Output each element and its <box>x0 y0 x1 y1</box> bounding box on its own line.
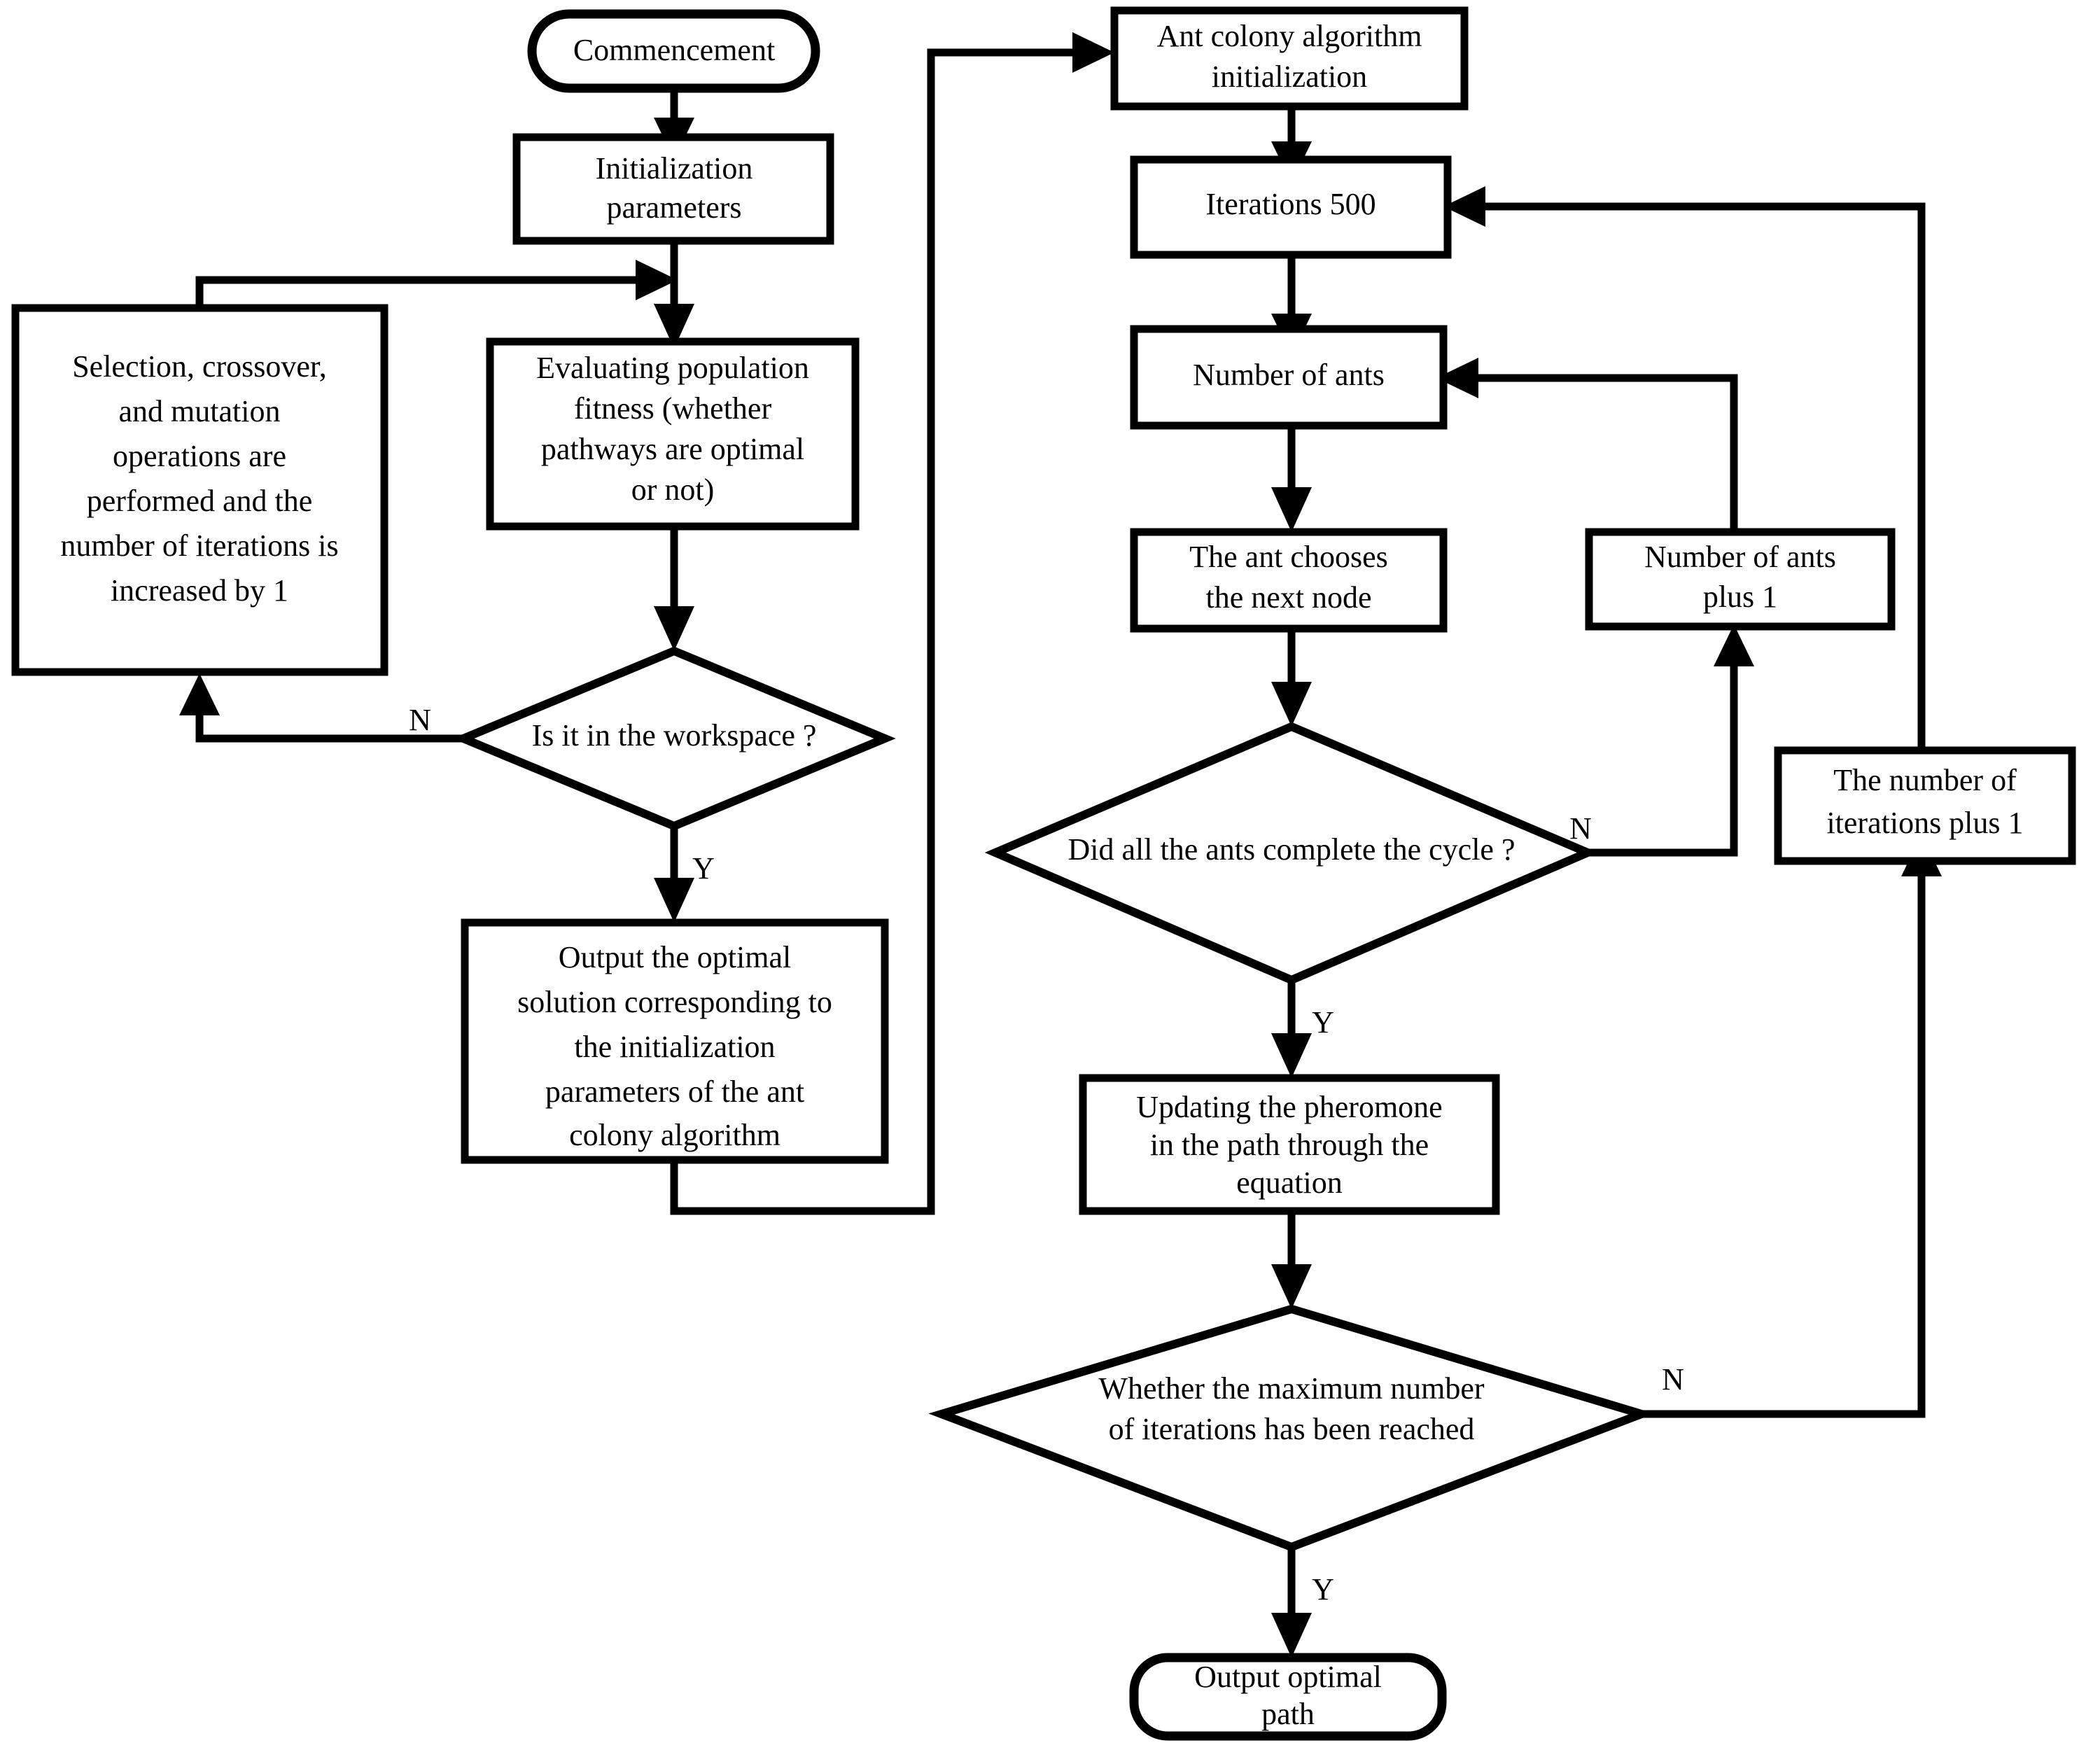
node-whether-max-iterations-reached[interactable]: Whether the maximum number of iterations… <box>928 1304 1655 1552</box>
node-ant-chooses-next-node[interactable]: The ant chooses the next node <box>1130 528 1448 633</box>
updating-pheromone-line-2: in the path through the <box>1150 1128 1429 1162</box>
selection-line-6: increased by 1 <box>111 573 288 608</box>
edge-antsplus1-to-numants <box>1463 374 1738 538</box>
ant-chooses-next-node-line-1: The ant chooses <box>1189 540 1387 574</box>
node-commencement[interactable]: Commencement <box>527 9 820 93</box>
selection-crossover-mutation-shape[interactable] <box>11 304 388 676</box>
output-optimal-path-line-1: Output optimal <box>1194 1660 1382 1694</box>
iterations-500-label: Iterations 500 <box>1205 187 1376 221</box>
arrowhead-up-antsplus1 <box>1714 624 1754 666</box>
arrowhead-left-numants <box>1436 358 1478 398</box>
arrowhead-left-iterations <box>1443 186 1485 227</box>
initialization-parameters-shape[interactable] <box>512 133 834 245</box>
node-is-it-in-the-workspace[interactable]: Is it in the workspace ? <box>452 646 896 831</box>
edge-selection-to-eval-merge <box>195 276 651 308</box>
whether-max-iterations-line-2: of iterations has been reached <box>1109 1412 1475 1446</box>
output-optimal-solution-line-1: Output the optimal <box>559 940 791 974</box>
updating-pheromone-shape[interactable] <box>1079 1074 1500 1215</box>
arrowhead-down-maxiter <box>1271 1264 1312 1309</box>
arrowhead-right-antinit <box>1072 32 1114 73</box>
selection-line-5: number of iterations is <box>60 528 338 563</box>
did-all-ants-complete-cycle-shape[interactable] <box>984 722 1599 985</box>
ant-colony-initialization-line-2: initialization <box>1212 59 1367 94</box>
initialization-parameters-line-1: Initialization <box>596 151 753 186</box>
is-it-in-the-workspace-shape[interactable] <box>452 646 896 831</box>
output-optimal-path-line-2: path <box>1261 1697 1315 1731</box>
ant-chooses-next-node-shape[interactable] <box>1130 528 1448 633</box>
node-initialization-parameters[interactable]: Initialization parameters <box>512 133 834 245</box>
number-of-ants-label: Number of ants <box>1193 358 1385 392</box>
selection-line-3: operations are <box>113 439 286 473</box>
arrowhead-right-merge <box>636 260 678 300</box>
edge-iterplus1-to-iterations <box>1470 202 1926 750</box>
arrowhead-down-outputpath <box>1271 1613 1312 1658</box>
commencement-label: Commencement <box>573 33 775 67</box>
evaluating-population-fitness-shape[interactable] <box>486 337 860 531</box>
ant-colony-initialization-shape[interactable] <box>1110 6 1469 111</box>
whether-max-iterations-line-1: Whether the maximum number <box>1098 1371 1484 1406</box>
arrowhead-down-pheromone <box>1271 1033 1312 1078</box>
commencement-shape[interactable] <box>527 9 820 93</box>
edge-maxiter-no-to-iterplus1 <box>1638 861 1926 1418</box>
evaluating-line-2: fitness (whether <box>574 391 772 426</box>
arrowhead-down-workspace <box>654 606 694 651</box>
output-optimal-solution-line-5: colony algorithm <box>569 1118 780 1152</box>
node-did-all-ants-complete-cycle[interactable]: Did all the ants complete the cycle ? <box>984 722 1599 985</box>
edge-cycle-no-to-antsplus1 <box>1588 651 1738 857</box>
number-of-iterations-plus-1-shape[interactable] <box>1774 746 2076 865</box>
did-all-ants-complete-cycle-label: Did all the ants complete the cycle ? <box>1068 832 1516 867</box>
updating-pheromone-line-1: Updating the pheromone <box>1136 1090 1442 1124</box>
initialization-parameters-line-2: parameters <box>607 190 742 225</box>
node-output-optimal-path[interactable]: Output optimal path <box>1129 1653 1447 1741</box>
output-optimal-solution-line-3: the initialization <box>574 1030 775 1064</box>
whether-max-iterations-reached-shape[interactable] <box>928 1304 1655 1552</box>
node-output-optimal-solution[interactable]: Output the optimal solution correspondin… <box>461 918 889 1164</box>
updating-pheromone-line-3: equation <box>1236 1166 1343 1200</box>
node-selection-crossover-mutation[interactable]: Selection, crossover, and mutation opera… <box>11 304 388 676</box>
output-optimal-solution-line-2: solution corresponding to <box>517 985 832 1019</box>
selection-line-2: and mutation <box>119 394 281 428</box>
arrowhead-down-cycle <box>1271 682 1312 727</box>
branch-label-workspace-no: N <box>409 703 431 737</box>
number-of-iterations-plus-1-line-2: iterations plus 1 <box>1826 806 2023 840</box>
node-evaluating-population-fitness[interactable]: Evaluating population fitness (whether p… <box>486 337 860 531</box>
branch-label-ants-cycle-yes: Y <box>1312 1005 1334 1040</box>
arrowhead-down-chooses <box>1271 487 1312 532</box>
number-of-ants-plus-1-line-1: Number of ants <box>1644 540 1836 574</box>
node-iterations-500[interactable]: Iterations 500 <box>1130 155 1452 259</box>
evaluating-line-1: Evaluating population <box>536 351 809 385</box>
ant-colony-initialization-line-1: Ant colony algorithm <box>1157 19 1422 53</box>
number-of-iterations-plus-1-line-1: The number of <box>1833 763 2017 797</box>
node-updating-pheromone[interactable]: Updating the pheromone in the path throu… <box>1079 1074 1500 1215</box>
iterations-500-shape[interactable] <box>1130 155 1452 259</box>
number-of-ants-plus-1-shape[interactable] <box>1585 528 1896 631</box>
arrowhead-down-outputsol <box>654 878 694 923</box>
number-of-ants-plus-1-line-2: plus 1 <box>1703 580 1777 614</box>
branch-label-max-iterations-yes: Y <box>1312 1572 1334 1606</box>
edge-outputsol-to-antinit <box>670 48 1086 1215</box>
evaluating-line-4: or not) <box>631 472 715 507</box>
node-number-of-ants[interactable]: Number of ants <box>1130 325 1448 430</box>
branch-label-ants-cycle-no: N <box>1569 811 1592 846</box>
connectors <box>179 32 1942 1658</box>
node-number-of-ants-plus-1[interactable]: Number of ants plus 1 <box>1585 528 1896 631</box>
selection-line-1: Selection, crossover, <box>72 349 327 384</box>
is-it-in-the-workspace-label: Is it in the workspace ? <box>532 718 817 752</box>
number-of-ants-shape[interactable] <box>1130 325 1448 430</box>
arrowhead-up-selection <box>179 673 220 715</box>
evaluating-line-3: pathways are optimal <box>541 432 804 466</box>
branch-label-max-iterations-no: N <box>1662 1362 1684 1396</box>
output-optimal-solution-line-4: parameters of the ant <box>545 1074 804 1109</box>
output-optimal-path-shape[interactable] <box>1129 1653 1447 1741</box>
branch-label-workspace-yes: Y <box>692 851 715 886</box>
arrowhead-down-eval <box>654 304 694 349</box>
ant-chooses-next-node-line-2: the next node <box>1205 580 1371 615</box>
node-number-of-iterations-plus-1[interactable]: The number of iterations plus 1 <box>1774 746 2076 865</box>
selection-line-4: performed and the <box>87 484 313 518</box>
node-ant-colony-initialization[interactable]: Ant colony algorithm initialization <box>1110 6 1469 111</box>
output-optimal-solution-shape[interactable] <box>461 918 889 1164</box>
